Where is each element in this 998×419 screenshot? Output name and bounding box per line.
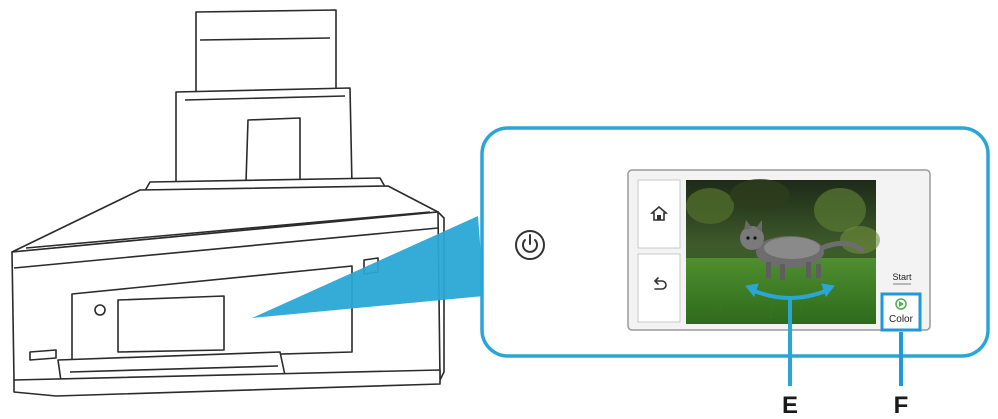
callout-label-e: E [782,392,798,419]
home-button[interactable] [638,180,680,248]
color-start-button[interactable]: Color [882,294,920,330]
printer [12,10,444,396]
left-foot [30,350,56,360]
printer-touchscreen [118,296,224,352]
power-button[interactable] [516,231,544,259]
paper-sheet [246,118,300,182]
photo-preview [686,179,880,324]
zoomed-operation-panel: Start Color [482,128,988,356]
callout-label-f: F [894,392,909,419]
printer-power-button [95,305,105,315]
color-button-label: Color [889,314,914,325]
start-label: Start [892,272,912,282]
back-button[interactable] [638,254,680,322]
paper-support-back [196,10,336,98]
